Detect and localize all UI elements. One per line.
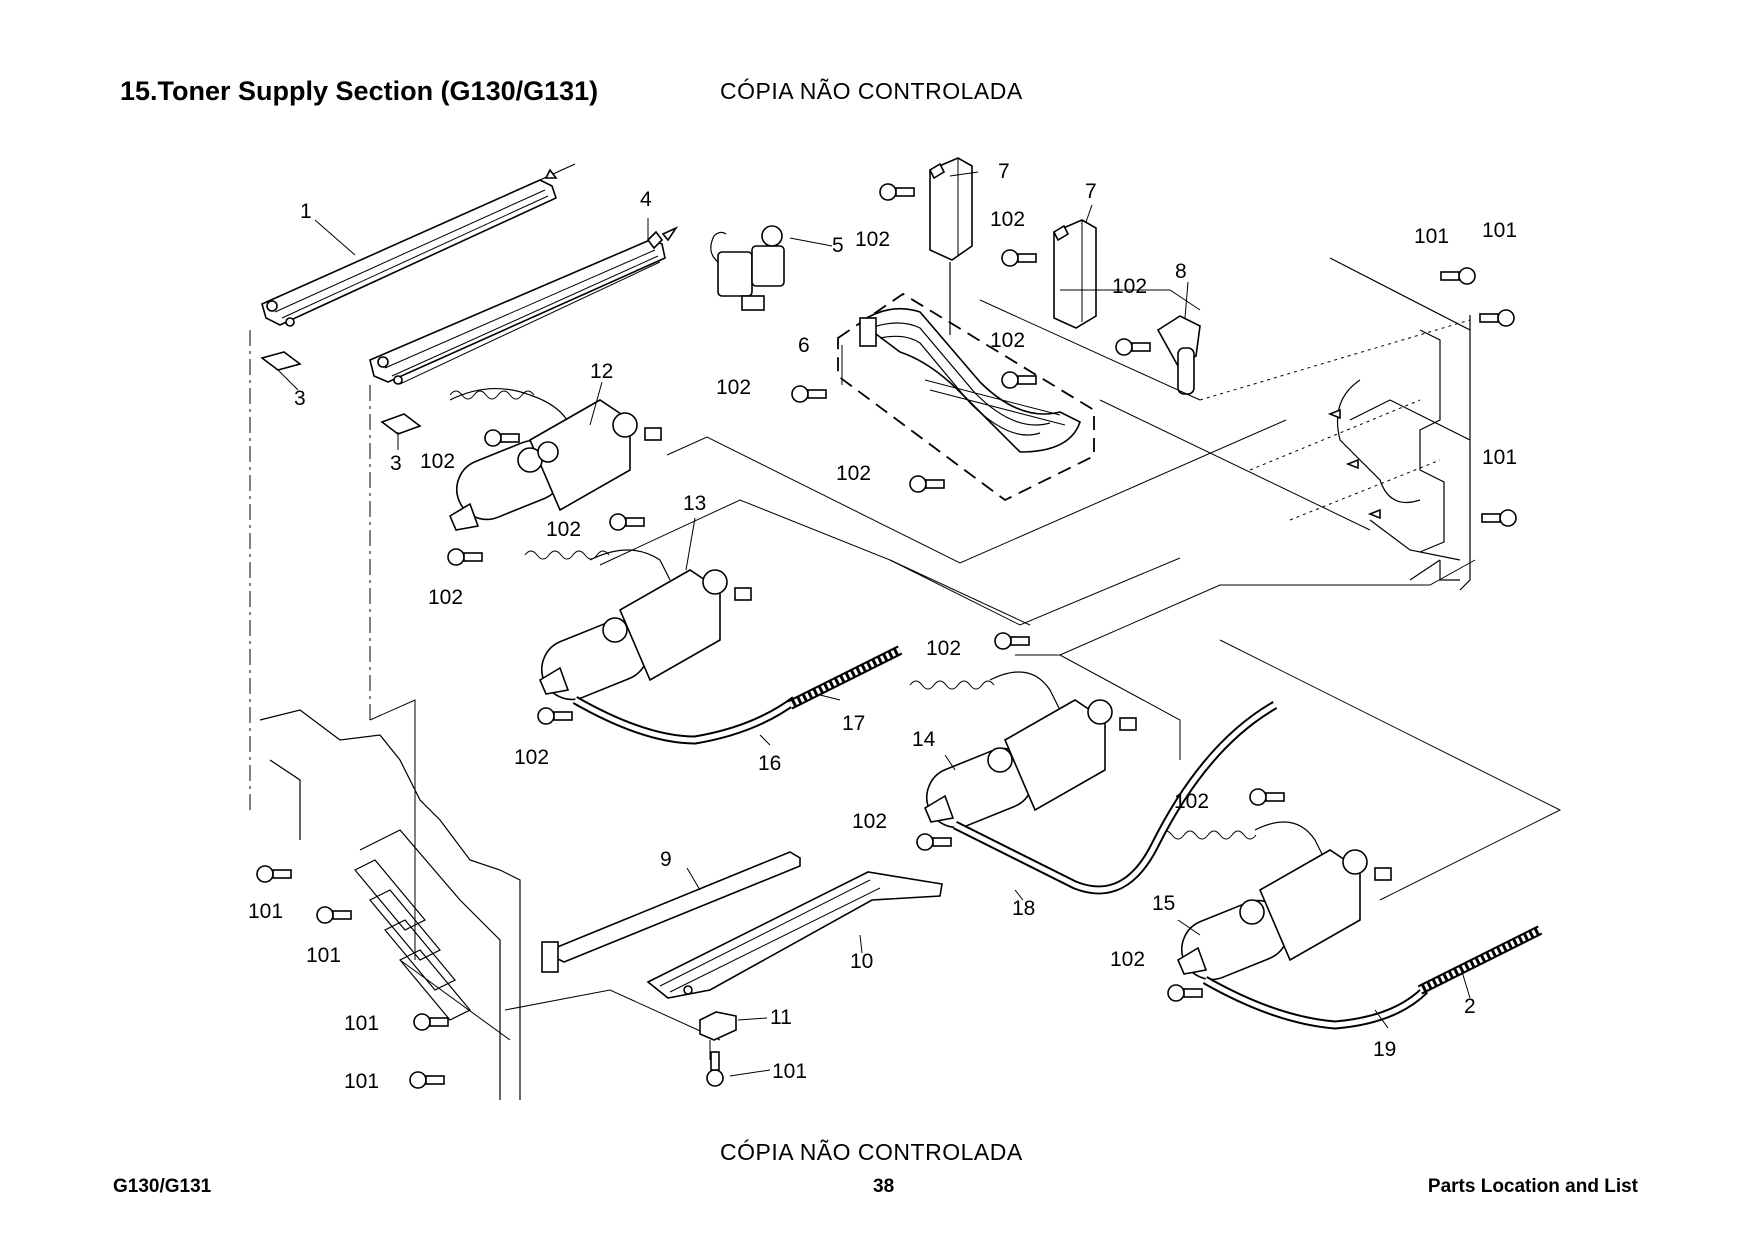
callout-13: 13 [683, 492, 706, 515]
side-frame-left [259, 699, 721, 1100]
callout-102: 102 [852, 810, 887, 833]
screw-101 [706, 1051, 724, 1087]
footer-page-number: 38 [873, 1176, 895, 1197]
part-18-hose [952, 701, 1278, 895]
callout-19: 19 [1373, 1038, 1396, 1061]
screw-102 [537, 707, 573, 725]
callout-101: 101 [306, 944, 341, 967]
rear-frame-right [1199, 257, 1471, 591]
part-2-spring [1417, 925, 1543, 995]
screw-102 [994, 632, 1030, 650]
screw-102 [1115, 338, 1151, 356]
part-4-rail [369, 226, 679, 720]
part-14-toner-pump-unit [909, 671, 1137, 829]
callout-102: 102 [990, 329, 1025, 352]
callout-1: 1 [300, 200, 312, 223]
callout-18: 18 [1012, 897, 1035, 920]
part-7-bracket-a [928, 157, 973, 335]
callout-7a: 7 [998, 160, 1010, 183]
screw-101 [409, 1071, 445, 1089]
callout-6: 6 [798, 334, 810, 357]
screw-102 [879, 183, 915, 201]
screw-102 [1167, 984, 1203, 1002]
part-5-toner-motor [710, 225, 785, 311]
callout-17: 17 [842, 712, 865, 735]
callout-2: 2 [1464, 995, 1476, 1018]
screw-102 [484, 429, 520, 447]
callout-101: 101 [1482, 219, 1517, 242]
callout-102: 102 [1174, 790, 1209, 813]
callout-102: 102 [716, 376, 751, 399]
screw-101 [1479, 309, 1515, 327]
callout-7b: 7 [1085, 180, 1097, 203]
screw-102 [1249, 788, 1285, 806]
callout-16: 16 [758, 752, 781, 775]
page-title: 15.Toner Supply Section (G130/G131) [120, 76, 599, 106]
callout-9: 9 [660, 848, 672, 871]
screw-102 [609, 513, 645, 531]
part-16-hose [572, 696, 798, 745]
callout-15: 15 [1152, 892, 1175, 915]
callout-11: 11 [770, 1006, 792, 1029]
part-6-duct-assembly [837, 292, 1095, 502]
callout-101: 101 [1482, 446, 1517, 469]
screw-102 [916, 833, 952, 851]
watermark-top: CÓPIA NÃO CONTROLADA [720, 78, 1023, 104]
screw-102 [1001, 249, 1037, 267]
part-7-bracket-b [1052, 219, 1097, 329]
part-1-rail [249, 163, 576, 810]
callout-102: 102 [1112, 275, 1147, 298]
part-12-toner-pump-unit [448, 388, 662, 531]
part-8-lever [1156, 315, 1201, 395]
screw-101 [1440, 267, 1476, 285]
part-15-toner-pump-unit [1159, 821, 1392, 981]
callout-102: 102 [926, 637, 961, 660]
callout-102: 102 [855, 228, 890, 251]
part-10-plate [646, 871, 943, 999]
part-9-rod [541, 851, 801, 973]
screw-101 [316, 906, 352, 924]
callout-4: 4 [640, 188, 652, 211]
screw-101 [1481, 509, 1517, 527]
callout-3b: 3 [390, 452, 402, 475]
footer-model: G130/G131 [113, 1176, 212, 1197]
callout-102: 102 [514, 746, 549, 769]
callouts: 1 4 5 7 7 8 6 3 3 12 13 17 16 14 9 18 10… [248, 160, 1517, 1093]
screw-102 [1001, 371, 1037, 389]
footer-section: Parts Location and List [1427, 1176, 1638, 1197]
callout-3a: 3 [294, 387, 306, 410]
leader-lines [277, 171, 1471, 1077]
callout-101: 101 [344, 1070, 379, 1093]
callout-14: 14 [912, 728, 936, 751]
guide-lines [599, 289, 1562, 901]
callout-5: 5 [832, 234, 844, 257]
callout-101: 101 [1414, 225, 1449, 248]
callout-102: 102 [428, 586, 463, 609]
part-17-spring [787, 645, 903, 710]
callout-102: 102 [420, 450, 455, 473]
callout-102: 102 [990, 208, 1025, 231]
callout-10: 10 [850, 950, 873, 973]
callout-101: 101 [248, 900, 283, 923]
callout-102: 102 [1110, 948, 1145, 971]
callout-101: 101 [344, 1012, 379, 1035]
watermark-bottom: CÓPIA NÃO CONTROLADA [720, 1139, 1023, 1165]
screw-102 [791, 385, 827, 403]
callout-102: 102 [836, 462, 871, 485]
callout-101: 101 [772, 1060, 807, 1083]
screws [256, 183, 1517, 1089]
screw-101 [256, 865, 292, 883]
callout-8: 8 [1175, 260, 1187, 283]
callout-12: 12 [590, 360, 613, 383]
part-19-hose [1202, 976, 1429, 1030]
callout-102: 102 [546, 518, 581, 541]
part-11-fixture [699, 1011, 737, 1060]
screw-102 [909, 475, 945, 493]
part-13-toner-pump-unit [524, 549, 752, 701]
screw-102 [447, 548, 483, 566]
screw-101 [413, 1013, 449, 1031]
